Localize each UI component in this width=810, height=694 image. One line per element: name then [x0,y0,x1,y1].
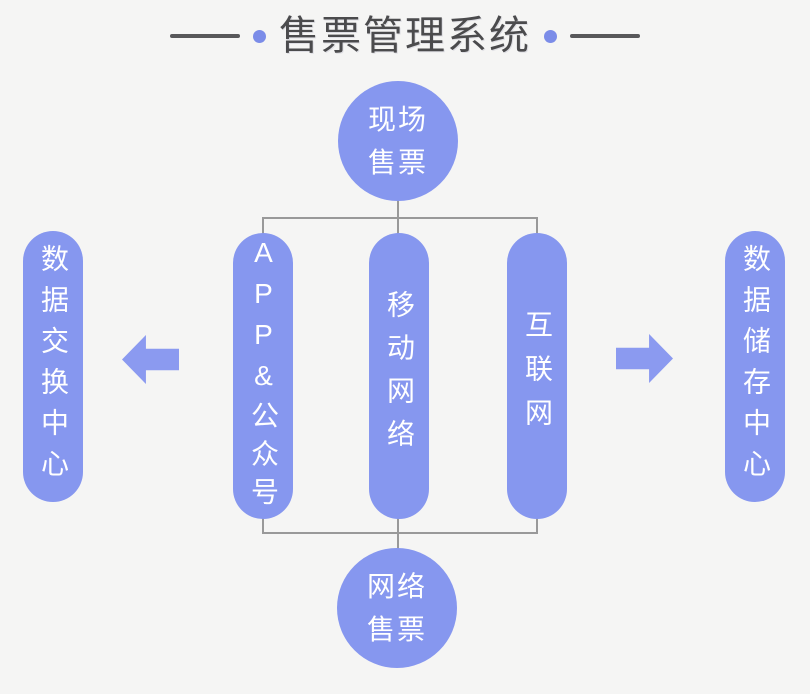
connector-bottom-left-stub [262,518,264,534]
connector-top-center-vertical [397,198,399,234]
diagram-header: 售票管理系统 [0,12,810,60]
title-divider-right [570,34,640,38]
title-dot-left-icon [253,29,266,43]
title-divider-left [170,34,240,38]
page-title: 售票管理系统 [279,14,531,58]
node-data-storage-label: 数据储存中心 [740,243,771,490]
title-dot-right-icon [544,29,557,43]
node-channel-app: APP&公众号 [233,233,293,519]
node-channel-mobile-network: 移动网络 [369,233,429,519]
node-channel-mobile-label: 移动网络 [384,290,415,462]
node-channel-internet-label: 互联网 [522,310,553,442]
arrow-left-icon [122,335,179,384]
node-data-storage-center: 数据储存中心 [725,231,785,502]
node-online-ticketing: 网络 售票 [337,548,457,668]
node-online-line2: 售票 [366,614,427,645]
node-channel-internet: 互联网 [507,233,567,519]
node-online-line1: 网络 [366,571,427,602]
connector-top-right-stub [536,217,538,234]
node-onsite-ticketing: 现场 售票 [338,81,458,201]
connector-bottom-horizontal [262,532,538,534]
connector-top-left-stub [262,217,264,234]
node-data-exchange-center: 数据交换中心 [23,231,83,502]
connector-bottom-center-vertical [397,518,399,551]
node-onsite-line1: 现场 [367,104,428,135]
connector-top-horizontal [262,217,538,219]
node-onsite-line2: 售票 [367,147,428,178]
arrow-right-icon [616,334,673,383]
connector-bottom-right-stub [536,518,538,534]
node-data-exchange-label: 数据交换中心 [38,243,69,490]
node-channel-app-label: APP&公众号 [248,237,279,515]
